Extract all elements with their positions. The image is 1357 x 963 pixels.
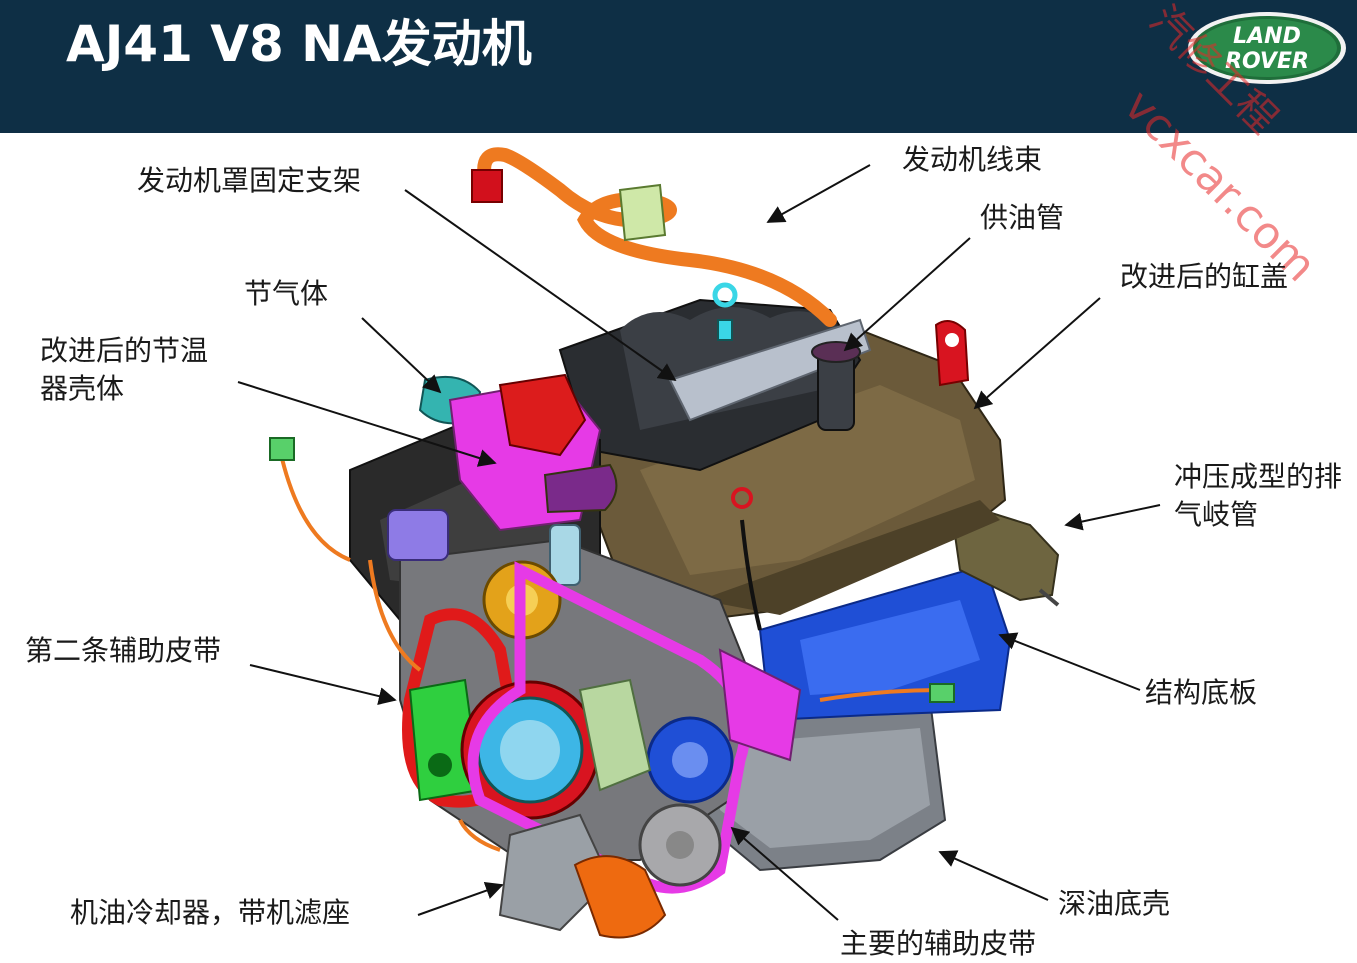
leader-throttle — [361, 317, 442, 394]
oil-filter — [573, 855, 667, 939]
label-cover-bracket: 发动机罩固定支架 — [137, 164, 362, 197]
label-exhaust-manifold: 冲压成型的排 气岐管 — [1174, 460, 1343, 531]
header-bar — [0, 0, 1357, 133]
engine-illustration — [269, 147, 1060, 939]
label-throttle-body: 节气体 — [244, 277, 329, 310]
oil-cooler — [498, 813, 612, 932]
engine-harness — [477, 147, 837, 327]
label-cylinder-head-cover: 改进后的缸盖 — [1120, 260, 1289, 293]
label-deep-sump: 深油底壳 — [1058, 887, 1171, 920]
leader-plate — [998, 632, 1141, 691]
leader-exhaust — [1064, 504, 1161, 531]
leader-harness — [766, 164, 871, 223]
leader-oil-cooler — [417, 881, 504, 916]
label-structural-plate: 结构底板 — [1145, 676, 1258, 709]
leader-fuel-line — [843, 237, 971, 352]
logo-text-rover: ROVER — [1225, 49, 1309, 74]
leader-lines — [237, 164, 1161, 921]
leader-cover — [973, 297, 1101, 410]
leader-thermostat — [237, 381, 497, 467]
land-rover-logo: LAND ROVER — [1188, 12, 1346, 84]
label-fuel-line: 供油管 — [980, 201, 1065, 234]
leader-main-belt — [730, 826, 839, 921]
label-main-belt: 主要的辅助皮带 — [840, 927, 1037, 960]
leader-bracket — [404, 189, 677, 382]
leader-second-belt — [249, 664, 397, 705]
logo-text-land: LAND — [1233, 24, 1301, 49]
label-second-belt: 第二条辅助皮带 — [25, 634, 222, 667]
leader-sump — [938, 850, 1049, 901]
label-thermostat-housing: 改进后的节温 器壳体 — [40, 334, 209, 405]
label-engine-harness: 发动机线束 — [902, 143, 1043, 176]
slide-title: AJ41 V8 NA发动机 — [66, 15, 532, 73]
label-oil-cooler: 机油冷却器，带机滤座 — [70, 896, 351, 929]
